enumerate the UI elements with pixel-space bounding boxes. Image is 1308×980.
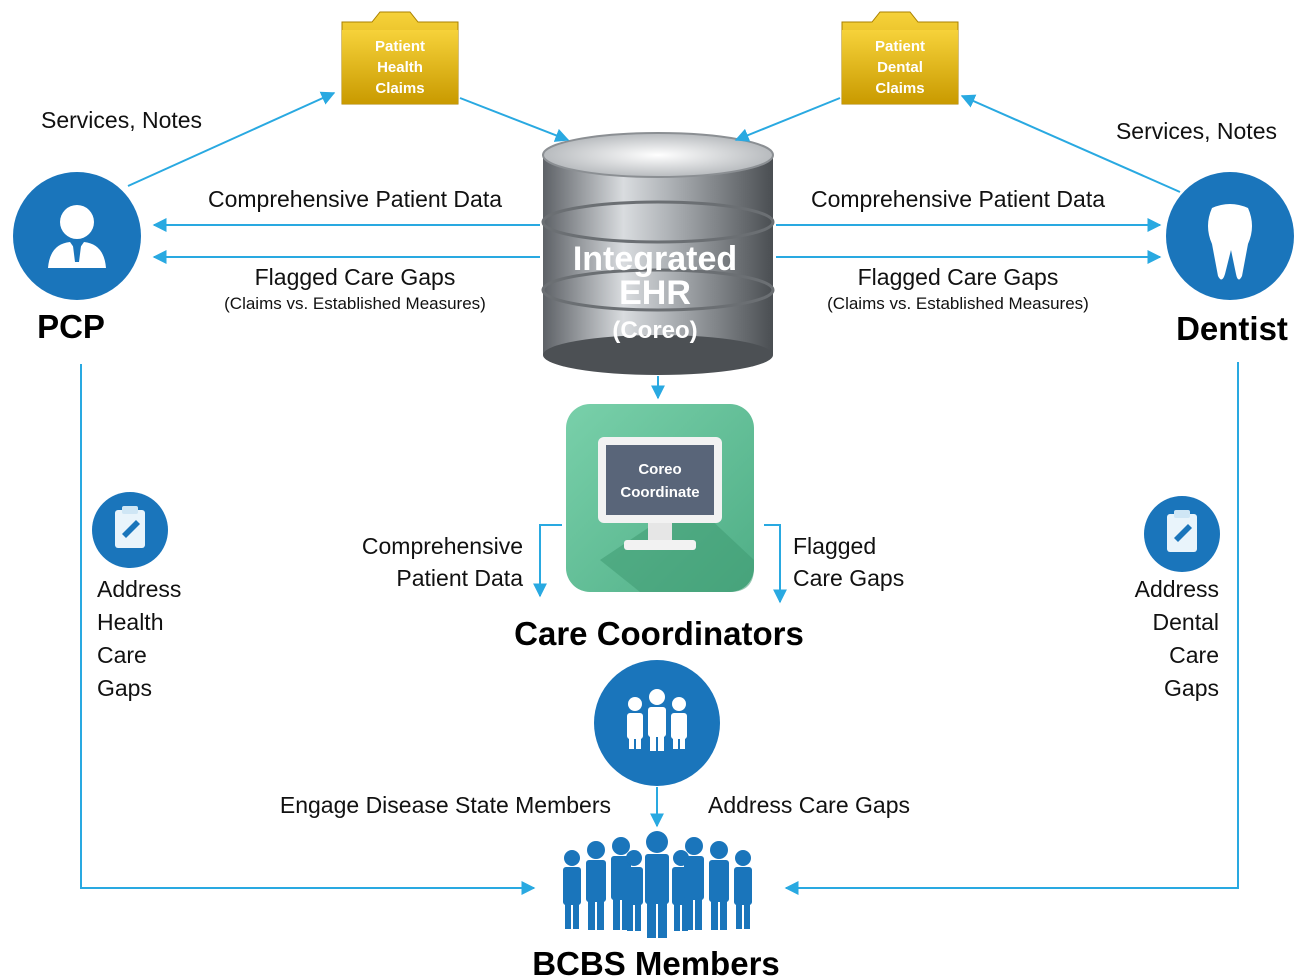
address-care-gaps-label: Address Care Gaps bbox=[708, 792, 910, 818]
integrated-ehr-database-icon: Integrated EHR (Coreo) bbox=[541, 132, 775, 375]
doctor-icon bbox=[48, 205, 106, 268]
dentist-to-dental-claims-arrow bbox=[960, 94, 1181, 193]
tooth-icon bbox=[1208, 204, 1252, 280]
dental-folder-line-1: Patient bbox=[875, 38, 925, 55]
clipboard-icon bbox=[115, 506, 145, 548]
team-icon bbox=[627, 689, 687, 751]
coordinate-right-label-2: Care Gaps bbox=[793, 565, 904, 591]
left-flagged-gaps-sub: (Claims vs. Established Measures) bbox=[224, 294, 486, 313]
coordinate-right-arrow bbox=[764, 524, 787, 604]
right-flagged-gaps-label: Flagged Care Gaps bbox=[858, 264, 1059, 290]
care-coordinators-label: Care Coordinators bbox=[514, 615, 804, 652]
dental-claims-to-ehr-arrow bbox=[734, 97, 841, 142]
address-dental-line-4: Gaps bbox=[1164, 675, 1219, 701]
ehr-line-2: EHR bbox=[619, 274, 691, 312]
address-health-line-3: Care bbox=[97, 642, 147, 668]
coordinate-right-label-1: Flagged bbox=[793, 533, 876, 559]
address-dental-line-2: Dental bbox=[1153, 609, 1219, 635]
address-health-line-4: Gaps bbox=[97, 675, 152, 701]
ehr-line-1: Integrated bbox=[573, 240, 737, 278]
clipboard-icon bbox=[1167, 510, 1197, 552]
health-folder-line-2: Health bbox=[377, 59, 423, 76]
dentist-label: Dentist bbox=[1176, 310, 1288, 347]
pcp-label: PCP bbox=[37, 308, 105, 345]
address-dental-line-3: Care bbox=[1169, 642, 1219, 668]
dental-folder-line-2: Dental bbox=[877, 59, 923, 76]
members-crowd-icon bbox=[563, 831, 752, 938]
coordinate-left-label-2: Patient Data bbox=[396, 565, 523, 591]
dentist-to-members-arrow bbox=[784, 362, 1239, 895]
pcp-services-notes: Services, Notes bbox=[41, 107, 202, 133]
left-comprehensive-data-label: Comprehensive Patient Data bbox=[208, 186, 502, 212]
dentist-node: Dentist bbox=[1166, 172, 1294, 347]
coordinate-left-label-1: Comprehensive bbox=[362, 533, 523, 559]
address-dental-line-1: Address bbox=[1135, 576, 1219, 602]
health-claims-to-ehr-arrow bbox=[459, 97, 570, 142]
address-health-line-2: Health bbox=[97, 609, 163, 635]
pcp-to-health-claims-arrow bbox=[127, 91, 336, 187]
monitor-icon: Coreo Coordinate bbox=[598, 437, 722, 550]
dentist-services-notes: Services, Notes bbox=[1116, 118, 1277, 144]
right-comprehensive-data-label: Comprehensive Patient Data bbox=[811, 186, 1105, 212]
coreo-coordinate-app-icon: Coreo Coordinate bbox=[566, 404, 754, 592]
address-health-line-1: Address bbox=[97, 576, 181, 602]
coordinate-screen-line-1: Coreo bbox=[638, 461, 681, 478]
ehr-line-3: (Coreo) bbox=[612, 317, 697, 344]
health-folder-line-3: Claims bbox=[375, 80, 424, 97]
patient-dental-claims-folder: Patient Dental Claims bbox=[841, 11, 959, 105]
health-folder-line-1: Patient bbox=[375, 38, 425, 55]
address-dental-gaps-node bbox=[1144, 496, 1220, 572]
coordinate-left-arrow bbox=[533, 524, 562, 598]
dental-folder-line-3: Claims bbox=[875, 80, 924, 97]
right-flagged-gaps-sub: (Claims vs. Established Measures) bbox=[827, 294, 1089, 313]
engage-label: Engage Disease State Members bbox=[280, 792, 611, 818]
address-health-gaps-node bbox=[92, 492, 168, 568]
patient-health-claims-folder: Patient Health Claims bbox=[341, 11, 459, 105]
pcp-to-members-arrow bbox=[80, 364, 536, 895]
left-flagged-gaps-label: Flagged Care Gaps bbox=[255, 264, 456, 290]
pcp-node: PCP bbox=[13, 172, 141, 345]
care-coordinators-node bbox=[594, 660, 720, 786]
bcbs-members-label: BCBS Members bbox=[532, 945, 780, 980]
coordinate-screen-line-2: Coordinate bbox=[620, 484, 699, 501]
